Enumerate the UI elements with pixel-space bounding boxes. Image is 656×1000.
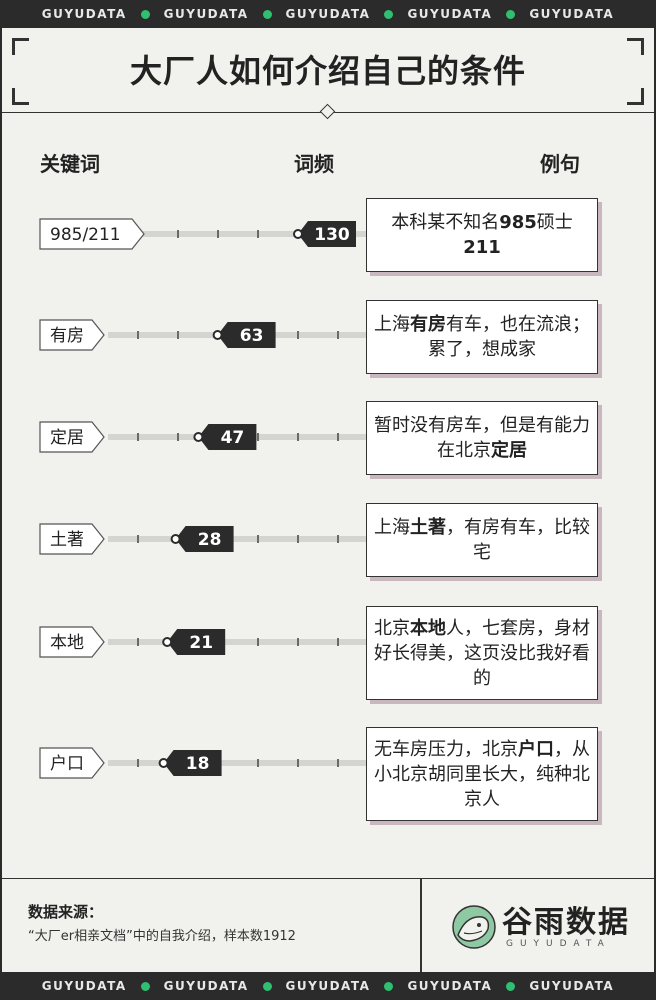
quote-fragment: 本科某不知名: [391, 212, 500, 233]
frequency-value: 21: [189, 633, 213, 653]
quote-fragment: 北京: [374, 617, 410, 639]
page-title: 大厂人如何介绍自己的条件: [129, 52, 526, 90]
quote-fragment: 硕士: [536, 212, 573, 233]
banner-word: GUYUDATA: [285, 7, 371, 21]
quote-keyword: 211: [463, 237, 501, 258]
banner-dot: [262, 9, 272, 19]
quote-fragment: 上海: [374, 517, 410, 538]
banner-word: GUYUDATA: [163, 7, 249, 21]
banner-dot: [506, 981, 516, 991]
frequency-value: 130: [314, 225, 350, 245]
source-text: “大厂er相亲文档”中的自我介绍，样本数1912: [28, 929, 296, 944]
poster: 大厂人如何介绍自己的条件 关键词 词频 例句 985/211 130 有房 63 定居 4…: [2, 28, 654, 973]
example-quote: 暂时没有房车，但是有能力在北京定居: [366, 401, 598, 475]
frequency-dot: [193, 432, 204, 442]
banner-word: GUYUDATA: [407, 7, 493, 21]
keyword-tag: [39, 523, 105, 555]
example-quote: 北京本地人，七套房，身材好长得美，这页没比我好看的: [366, 606, 598, 700]
banner-dot: [140, 9, 150, 19]
quote-fragment: 上海: [374, 314, 410, 335]
quote-keyword: 有房: [410, 314, 446, 335]
banner-word: GUYUDATA: [529, 979, 615, 993]
corner-mark: [12, 38, 29, 55]
quote-text: 本科某不知名985硕士 211: [367, 208, 597, 262]
quote-keyword: 985: [499, 212, 537, 233]
banner-dot: [384, 981, 394, 991]
brand-logo-icon: [452, 905, 496, 949]
banner-word: GUYUDATA: [407, 979, 493, 993]
quote-text: 北京本地人，七套房，身材好长得美，这页没比我好看的: [367, 614, 597, 693]
banner-word: GUYUDATA: [285, 979, 371, 993]
keyword-label: 本地: [50, 633, 84, 653]
quote-text: 暂时没有房车，但是有能力在北京定居: [367, 411, 597, 465]
quote-fragment: 无车房压力，北京: [374, 738, 518, 760]
frequency-bar: [167, 629, 226, 655]
banner-word: GUYUDATA: [163, 979, 249, 993]
quote-text: 上海有房有车，也在流浪；累了，想成家: [367, 310, 597, 364]
frequency-value: 18: [186, 754, 210, 774]
banner-word: GUYUDATA: [41, 979, 127, 993]
keyword-label: 有房: [50, 326, 84, 346]
example-quote: 上海土著，有房有车，比较宅: [366, 503, 598, 577]
quote-keyword: 土著: [410, 517, 446, 538]
corner-mark: [12, 88, 29, 105]
frequency-dot: [212, 330, 223, 340]
frequency-bar: [198, 424, 257, 450]
keyword-tag: [39, 218, 145, 250]
quote-fragment: ，从小北京胡同里长大，纯种北京人: [374, 738, 590, 810]
quote-fragment: 人，七套房，身材好长得美，这页没比我好看的: [374, 617, 590, 689]
frequency-chart: 985/211 130 有房 63 定居 47 土著 28 本地 21 户口 18: [39, 218, 366, 779]
quote-fragment: 暂时没有房车，但是有能力在北京: [374, 415, 590, 461]
keyword-tag: [39, 626, 105, 658]
quote-fragment: 有车，也在流浪；累了，想成家: [428, 314, 590, 360]
title-panel: 大厂人如何介绍自己的条件: [2, 28, 654, 120]
frequency-value: 28: [198, 530, 222, 550]
frequency-dot: [162, 637, 173, 647]
frequency-value: 63: [240, 326, 264, 346]
banner-dot: [262, 981, 272, 991]
keyword-tag: [39, 421, 105, 453]
banner-word: GUYUDATA: [529, 7, 615, 21]
source-label: 数据来源：: [28, 903, 104, 921]
keyword-tag: [39, 319, 105, 351]
brand-subtitle: GUYUDATA: [506, 939, 611, 949]
header-keyword: 关键词: [40, 152, 100, 176]
quote-text: 无车房压力，北京户口，从小北京胡同里长大，纯种北京人: [367, 735, 597, 814]
frequency-dot: [170, 534, 181, 544]
bottom-banner: GUYUDATA GUYUDATA GUYUDATA GUYUDATA GUYU…: [0, 972, 656, 1000]
frequency-bar: [298, 221, 356, 247]
header-example: 例句: [540, 152, 580, 176]
frequency-dot: [158, 758, 169, 768]
brand-name: 谷雨数据: [502, 905, 630, 940]
keyword-label: 985/211: [50, 225, 121, 245]
corner-mark: [627, 38, 644, 55]
keyword-tag: [39, 747, 105, 779]
example-quote: 上海有房有车，也在流浪；累了，想成家: [366, 300, 598, 374]
keyword-label: 户口: [50, 754, 84, 774]
banner-dot: [506, 9, 516, 19]
corner-mark: [627, 88, 644, 105]
frequency-dot: [293, 229, 303, 239]
footer-divider: [420, 879, 422, 973]
quote-fragment: ，有房有车，比较宅: [446, 517, 590, 563]
banner-dot: [140, 981, 150, 991]
keyword-label: 土著: [50, 530, 84, 550]
top-banner: GUYUDATA GUYUDATA GUYUDATA GUYUDATA GUYU…: [0, 0, 656, 28]
keyword-label: 定居: [50, 428, 84, 448]
frequency-value: 47: [221, 428, 245, 448]
frequency-bar: [217, 322, 276, 348]
example-quote: 无车房压力，北京户口，从小北京胡同里长大，纯种北京人: [366, 727, 598, 821]
quote-text: 上海土著，有房有车，比较宅: [367, 513, 597, 567]
footer: 数据来源： “大厂er相亲文档”中的自我介绍，样本数1912 谷雨数据 GUYU…: [2, 878, 654, 973]
frequency-bar: [175, 526, 234, 552]
banner-word: GUYUDATA: [41, 7, 127, 21]
quote-keyword: 本地: [410, 617, 446, 639]
frequency-bar: [163, 750, 222, 776]
quote-keyword: 定居: [491, 440, 527, 461]
banner-dot: [384, 9, 394, 19]
header-frequency: 词频: [294, 152, 334, 176]
quote-keyword: 户口: [518, 738, 554, 760]
example-quote: 本科某不知名985硕士 211: [366, 198, 598, 272]
